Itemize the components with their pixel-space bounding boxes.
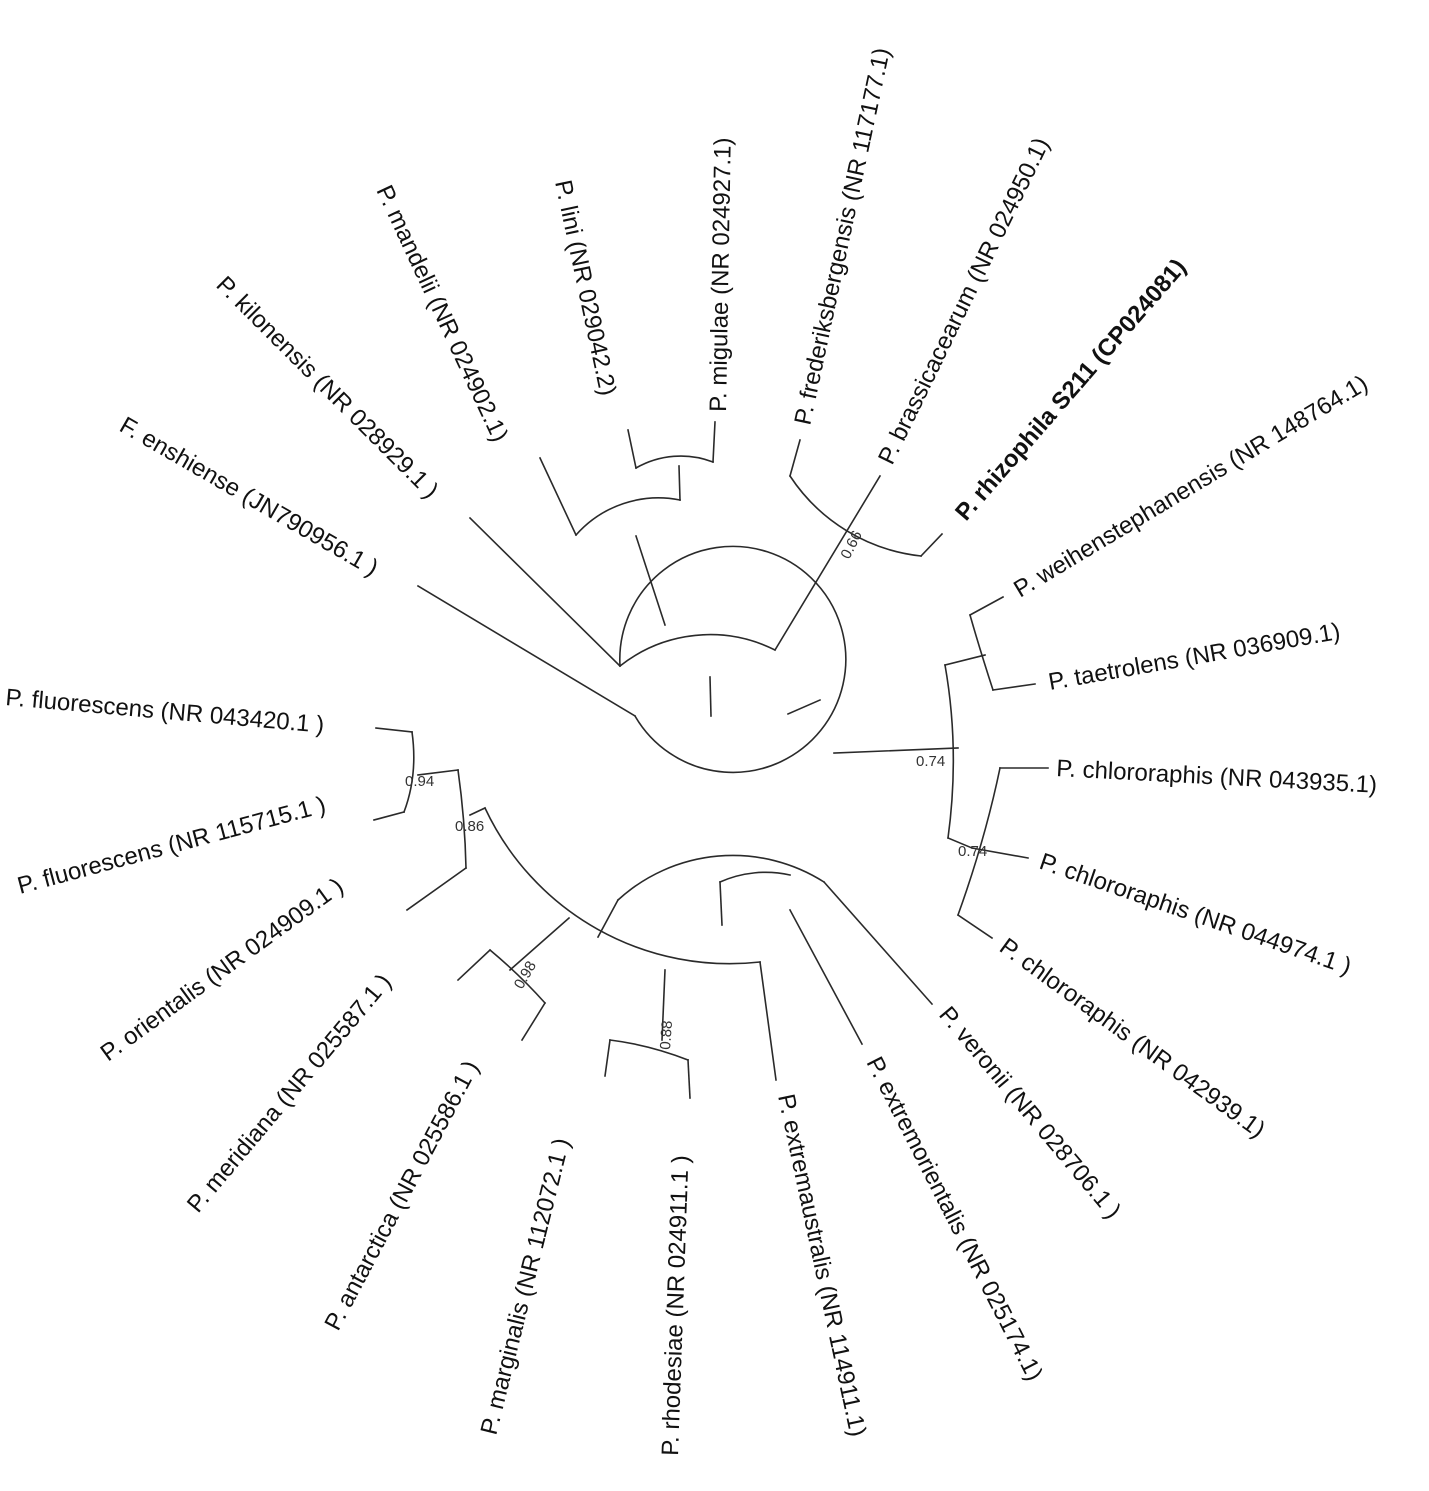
arc-meridiana-antarctica bbox=[488, 948, 547, 1005]
support-value: 0.74 bbox=[958, 843, 987, 860]
bottom-left-arc bbox=[483, 806, 761, 965]
arc-fluor-pair bbox=[402, 731, 415, 814]
branch-chlororaphis-group bbox=[946, 836, 974, 850]
bottom-inner-arc bbox=[718, 871, 791, 884]
branch-taetrolens bbox=[992, 683, 1036, 691]
branch-weih-taet bbox=[944, 654, 986, 666]
leaf-label-antarctica: P. antarctica (NR 025586.1 ) bbox=[319, 1056, 484, 1334]
arc-weih-taet bbox=[969, 614, 995, 692]
leaf-label-lini: P. lini (NR 029042.2) bbox=[549, 178, 621, 399]
leaf-label-mandelii: P. mandelii (NR 024902.1) bbox=[371, 181, 514, 446]
branch-frederiksbergensis bbox=[789, 439, 801, 477]
leaf-label-migulae: P. migulae (NR 024927.1) bbox=[705, 137, 737, 412]
branch-chlororaphis2 bbox=[971, 847, 1029, 859]
branch-fluor-orient bbox=[468, 806, 487, 817]
branch-rhodesiae-marginalis bbox=[661, 969, 666, 1041]
support-value: 0.86 bbox=[455, 818, 484, 835]
support-values: 0.66 0.74 0.74 0.94 0.86 0.98 0.88 bbox=[405, 528, 987, 1050]
leaf-label-rhodesiae: P. rhodesiae (NR 024911.1 ) bbox=[657, 1155, 694, 1456]
branch-fred-bras-rhiz bbox=[773, 474, 882, 652]
leaf-label-frederiksbergensis: P. frederiksbergensis (NR 117177.1) bbox=[789, 45, 895, 427]
arc-right-clade bbox=[944, 664, 955, 839]
arc-chlororaphis-group bbox=[956, 767, 1001, 917]
leaf-labels: P. kilonensis (NR 028929.1 ) P. mandelii… bbox=[4, 45, 1377, 1456]
branch-antarctica bbox=[520, 1001, 547, 1042]
leaf-label-enshiense: F. enshiense (JN790956.1 ) bbox=[115, 412, 383, 582]
branch-enshiense bbox=[416, 584, 637, 718]
branch-mandelii-lini-migulae bbox=[634, 534, 667, 627]
branch-lini-migulae bbox=[678, 465, 681, 501]
arc-fred-bras-rhiz bbox=[788, 474, 922, 557]
root-arc bbox=[619, 545, 847, 774]
leaf-label-meridiana: P. meridiana (NR 025587.1 ) bbox=[182, 969, 397, 1218]
root-stub bbox=[709, 676, 712, 717]
leaf-label-fluorescens2: P. fluorescens (NR 115715.1 ) bbox=[15, 791, 329, 899]
branch-rhodesiae bbox=[687, 1059, 691, 1099]
leaf-label-fluorescens1: P. fluorescens (NR 043420.1 ) bbox=[4, 684, 325, 739]
branch-right-clade bbox=[786, 698, 822, 716]
branch-meridiana bbox=[456, 948, 492, 982]
leaf-label-chlororaphis1: P. chlororaphis (NR 043935.1) bbox=[1056, 755, 1378, 799]
arc-fluor-orient bbox=[457, 769, 467, 869]
leaf-label-orientalis: P. orientalis (NR 024909.1 ) bbox=[96, 873, 349, 1067]
branch-rhizophila bbox=[919, 532, 944, 558]
leaf-label-extremaustralis: P. extremaustralis (NR 114911.1) bbox=[772, 1092, 871, 1439]
branch-orientalis bbox=[405, 866, 468, 912]
branch-fluorescens2 bbox=[373, 811, 405, 821]
branch-veronii bbox=[822, 880, 934, 1006]
branch-kilonensis bbox=[468, 516, 622, 668]
support-value: 0.74 bbox=[916, 753, 945, 770]
arc-rhodesiae-marginalis bbox=[609, 1039, 690, 1062]
branch-marginalis bbox=[604, 1039, 611, 1077]
leaf-label-kilonensis: P. kilonensis (NR 028929.1 ) bbox=[211, 271, 444, 504]
branch-extremaustralis bbox=[759, 961, 777, 1081]
branch-weihenstephanensis bbox=[968, 595, 1005, 617]
branch-right-stem bbox=[833, 747, 959, 754]
branch-bottom-inner bbox=[719, 881, 723, 926]
upper-left-clade-arc bbox=[618, 633, 777, 668]
branch-lines bbox=[373, 421, 1049, 1099]
leaf-label-rhizophila: P. rhizophila S211 (CP024081) bbox=[950, 254, 1192, 526]
branch-extremorientalis bbox=[788, 908, 864, 1046]
bottom-mid-arc bbox=[616, 854, 826, 902]
branch-fluor-pair bbox=[417, 769, 459, 776]
branch-mandelii bbox=[538, 456, 578, 537]
support-value: 0.98 bbox=[511, 958, 540, 992]
leaf-label-veronii: P. veronii (NR 028706.1 ) bbox=[933, 1002, 1126, 1224]
leaf-label-chlororaphis2: P. chlororaphis (NR 044974.1 ) bbox=[1036, 848, 1355, 980]
branch-chlororaphis3 bbox=[956, 913, 994, 940]
arc-mandelii-lini-migulae bbox=[574, 497, 681, 537]
branch-migulae bbox=[712, 421, 716, 463]
leaf-label-marginalis: P. marginalis (NR 112072.1 ) bbox=[476, 1135, 576, 1437]
branch-lini bbox=[627, 429, 637, 469]
support-value: 0.94 bbox=[405, 773, 434, 790]
support-value: 0.88 bbox=[657, 1020, 676, 1050]
support-value: 0.66 bbox=[837, 528, 865, 562]
branch-meridiana-antarctica bbox=[508, 916, 571, 972]
leaf-label-taetrolens: P. taetrolens (NR 036909.1) bbox=[1046, 618, 1342, 696]
arc-lini-migulae bbox=[634, 455, 715, 470]
branch-fluorescens1 bbox=[375, 727, 413, 733]
